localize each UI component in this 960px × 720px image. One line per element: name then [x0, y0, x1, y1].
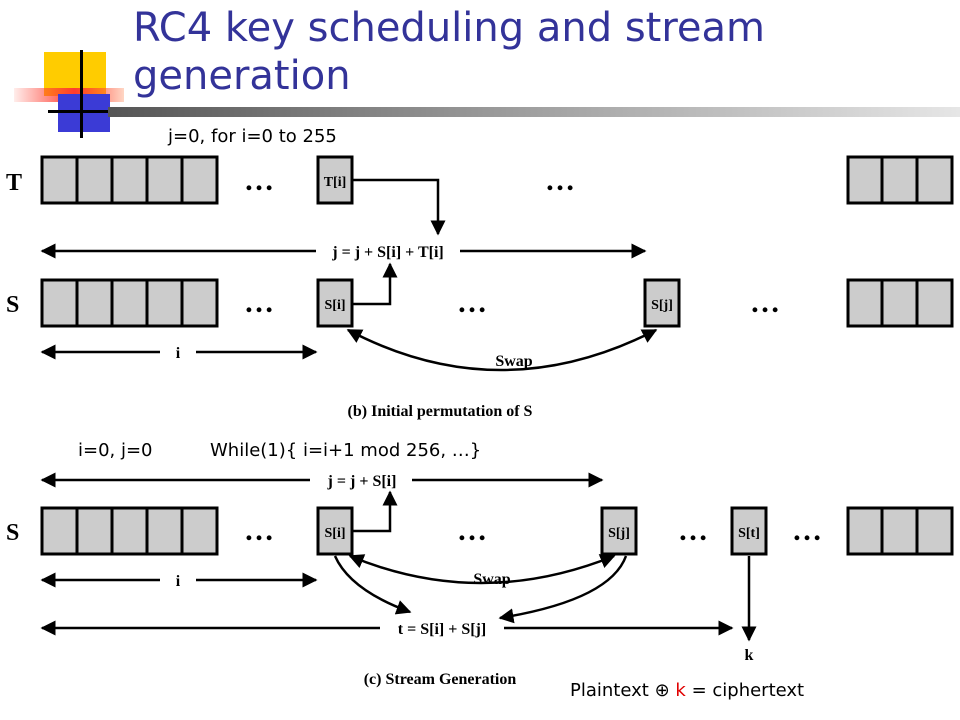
ellipsis-s-b-2: … [457, 286, 487, 319]
cipher-rest: = ciphertext [691, 680, 805, 701]
t-array-right [846, 155, 954, 205]
prga-init-note: i=0, j=0 [78, 440, 153, 461]
cipher-k: k [675, 680, 686, 701]
swap-curve-b [346, 328, 658, 372]
j-equation-c: j = j + S[i] [327, 473, 397, 490]
row-label-s-b: S [6, 292, 19, 318]
swap-label-c: Swap [473, 571, 510, 588]
ellipsis-s-c-4: … [792, 514, 822, 547]
prga-loop-note: While(1){ i=i+1 mod 256, …} [210, 440, 482, 461]
cell-s-i-c-label: S[i] [325, 526, 346, 541]
decor-vertical-line [80, 50, 83, 138]
title-rule [108, 107, 960, 117]
cell-s-j-c-label: S[j] [608, 526, 630, 541]
i-label-c: i [176, 573, 181, 590]
caption-c: (c) Stream Generation [364, 671, 517, 688]
slide-title: RC4 key scheduling and stream generation [133, 5, 765, 99]
cell-s-j-b-label: S[j] [651, 298, 673, 313]
s-array-left-c [40, 506, 219, 556]
cell-s-j-b [643, 278, 681, 328]
cell-s-t-c-label: S[t] [738, 526, 760, 541]
cell-s-j-c [600, 506, 638, 556]
decor-blue-square [58, 94, 110, 132]
ellipsis-s-c-2: … [457, 514, 487, 547]
s-array-right-c [846, 506, 954, 556]
row-label-t: T [6, 170, 22, 196]
cell-s-t-c [730, 506, 768, 556]
ksa-note: j=0, for i=0 to 255 [168, 126, 337, 147]
s-array-left-b [40, 278, 219, 328]
ellipsis-s-b-1: … [244, 286, 274, 319]
cell-s-i-c [316, 506, 354, 556]
caption-b: (b) Initial permutation of S [348, 403, 533, 420]
t-array-left [40, 155, 219, 205]
ellipsis-t-2: … [545, 164, 575, 197]
arrow-si-up-c [352, 490, 398, 533]
cipher-plaintext: Plaintext [570, 680, 649, 701]
t-equation: t = S[i] + S[j] [398, 621, 486, 638]
ellipsis-s-c-1: … [244, 514, 274, 547]
arrow-si-up-b [352, 262, 398, 306]
cipher-equation: Plaintext ⊕ k = ciphertext [570, 680, 804, 701]
cell-t-i-label: T[i] [324, 175, 347, 190]
ellipsis-s-c-3: … [678, 514, 708, 547]
xor-symbol: ⊕ [654, 680, 670, 701]
decor-horizontal-line [48, 110, 110, 113]
swap-curve-c [348, 554, 616, 585]
cell-s-i-b-label: S[i] [325, 298, 346, 313]
s-array-right-b [846, 278, 954, 328]
arrow-sj-to-t [498, 555, 628, 624]
arrow-si-to-t [333, 555, 412, 615]
i-label-b: i [176, 345, 181, 362]
ellipsis-t-1: … [244, 164, 274, 197]
j-equation-b: j = j + S[i] + T[i] [331, 244, 444, 261]
row-label-s-c: S [6, 520, 19, 546]
arrow-ti-to-j [352, 178, 446, 236]
k-label: k [745, 647, 754, 664]
ellipsis-s-b-3: … [750, 286, 780, 319]
swap-label-b: Swap [495, 353, 532, 370]
